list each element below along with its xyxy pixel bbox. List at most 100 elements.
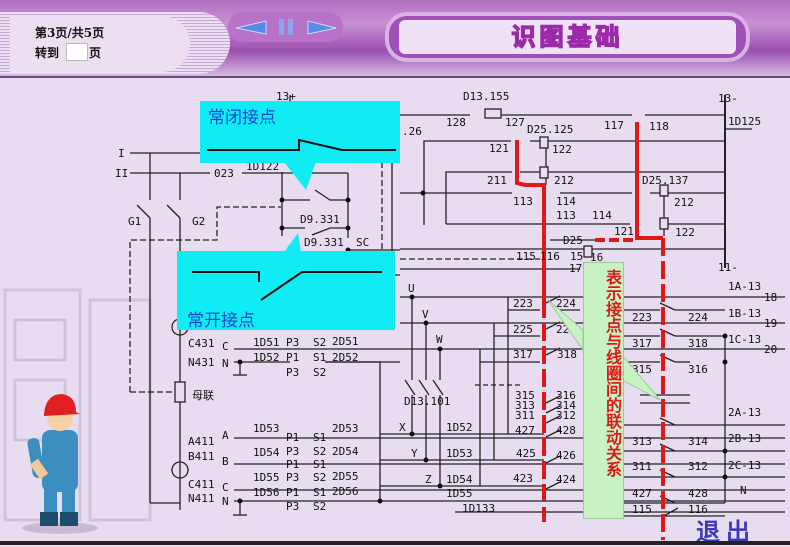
diagram-label: 127 [505,116,525,129]
callout-tail [284,233,301,252]
diagram-label: S2 [313,471,326,484]
diagram-label: I [118,147,125,160]
diagram-label: 212 [674,196,694,209]
diagram-label: 427 [515,424,535,437]
diagram-label: C431 [188,337,215,350]
diagram-label: W [436,333,443,346]
bottom-border [0,541,790,545]
title-frame: 识图基础 [385,12,750,62]
diagram-label: 314 [556,399,576,412]
diagram-label: SC [356,236,369,249]
diagram-label: 18 [764,291,777,304]
diagram-label: 426 [556,449,576,462]
diagram-label: 314 [688,435,708,448]
diagram-label: D9.331 [300,213,340,226]
diagram-label: 2D56 [332,485,359,498]
diagram-label: N431 [188,356,215,369]
diagram-label: P1 [286,486,299,499]
diagram-label: 19 [764,317,777,330]
diagram-label: A [222,429,229,442]
diagram-label: 1D53 [253,422,280,435]
diagram-label: 311 [632,460,652,473]
triangle-left-icon [235,20,267,35]
diagram-label: P3 [286,366,299,379]
diagram-label: 1D53 [446,447,473,460]
diagram-label: P3 [286,336,299,349]
diagram-label: Z [425,473,432,486]
normally-closed-symbol [207,138,396,151]
normally-open-label: 常开接点 [187,311,255,331]
diagram-label: 1D56 [253,486,280,499]
diagram-label: 11- [718,261,738,274]
diagram-label: 1D55 [446,487,473,500]
diagram-label: 212 [554,174,574,187]
diagram-label: 224 [556,297,576,310]
diagram-label: P3 [286,471,299,484]
prev-page-button[interactable] [235,20,267,35]
diagram-label: 128 [446,116,466,129]
diagram-label: 427 [632,487,652,500]
diagram-label: D25.125 [527,123,573,136]
next-page-button[interactable] [307,20,337,35]
diagram-label: P1 [286,431,299,444]
diagram-label: D13.155 [463,90,509,103]
diagram-label: 114 [592,209,612,222]
diagram-label: 1A-13 [728,280,761,293]
pause-button[interactable] [279,19,293,35]
diagram-label: 316 [688,363,708,376]
normally-open-callout: 常开接点 [177,251,395,331]
page-title: 识图基础 [399,20,736,54]
callout-tail [284,162,316,190]
diagram-label: 117 [604,119,624,132]
diagram-label: 318 [557,348,577,361]
diagram-label: 1D125 [728,115,761,128]
diagram-label: 16 [590,251,603,264]
diagram-label: 1D54 [253,446,280,459]
diagram-label: N [740,484,747,497]
diagram-label: 2D54 [332,445,359,458]
diagram-label: Y [411,447,418,460]
goto-page-input[interactable] [66,43,88,61]
diagram-label: 2D52 [332,351,359,364]
diagram-label: 1B-13 [728,307,761,320]
diagram-label: S2 [313,336,326,349]
diagram-label: X [399,421,406,434]
diagram-label: 1D52 [253,351,280,364]
diagram-label: 424 [556,473,576,486]
diagram-label: 1C-13 [728,333,761,346]
diagram-label: 313 [515,399,535,412]
diagram-label: 023 [214,167,234,180]
diagram-label: C [222,481,229,494]
diagram-label: 224 [688,311,708,324]
diagram-label: 2C-13 [728,459,761,472]
diagram-label: P1 [286,458,299,471]
triangle-right-icon [307,20,337,35]
diagram-label: D25 [563,234,583,247]
diagram-label: S1 [313,431,326,444]
diagram-label: S2 [313,366,326,379]
diagram-label: 312 [556,409,576,422]
diagram-label: 423 [513,472,533,485]
goto-label: 转到 [35,46,60,60]
diagram-label: A411 [188,435,215,448]
diagram-label: 311 [515,409,535,422]
diagram-label: 313 [632,435,652,448]
diagram-label: 2D53 [332,422,359,435]
diagram-label: 母联 [192,389,214,402]
diagram-label: 1D122 [246,160,279,173]
diagram-label: P3 [286,500,299,513]
diagram-label: 225 [513,323,533,336]
diagram-label: 13- [718,92,738,105]
diagram-label: C [222,340,229,353]
diagram-label: V [422,308,429,321]
page-info-panel [0,12,230,74]
diagram-label: S2 [313,445,326,458]
diagram-label: 428 [556,424,576,437]
diagram-label: 2D51 [332,335,359,348]
diagram-label: 118 [649,120,669,133]
diagram-label: 121 [614,225,634,238]
diagram-label: C411 [188,478,215,491]
circuit-wiring [129,95,785,517]
diagram-label: 121 [489,142,509,155]
